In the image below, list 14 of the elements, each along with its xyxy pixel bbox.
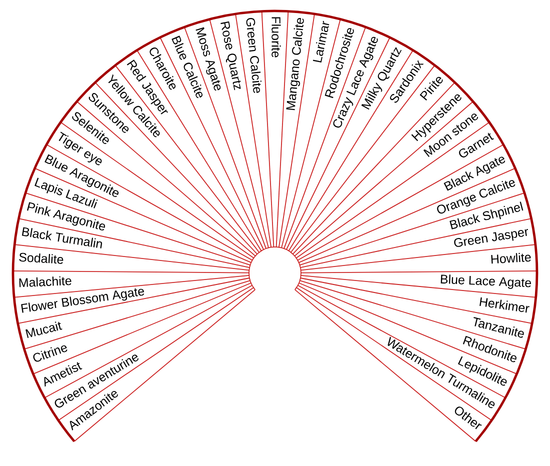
sector-label: Blue Lace Agate [440,274,531,289]
sector-label: Flower Blossom Agate [21,288,144,313]
sector-label: Tanzanite [474,317,524,338]
sector-label: Citrine [33,345,68,362]
sector-label: Green Calcite [246,18,262,93]
sector-label: Mucait [26,322,62,338]
sector-label: Green Jasper [454,228,528,247]
sector-label: Mangano Calcite [286,18,304,110]
sector-label: Howlite [491,252,531,264]
sector-label: Herkimer [480,297,530,313]
sector-label: Rose Quartz [220,21,241,90]
sector-label: Fluorite [272,17,281,58]
sector-label: Malachite [19,276,72,288]
sector-label: Sodalite [19,252,64,264]
